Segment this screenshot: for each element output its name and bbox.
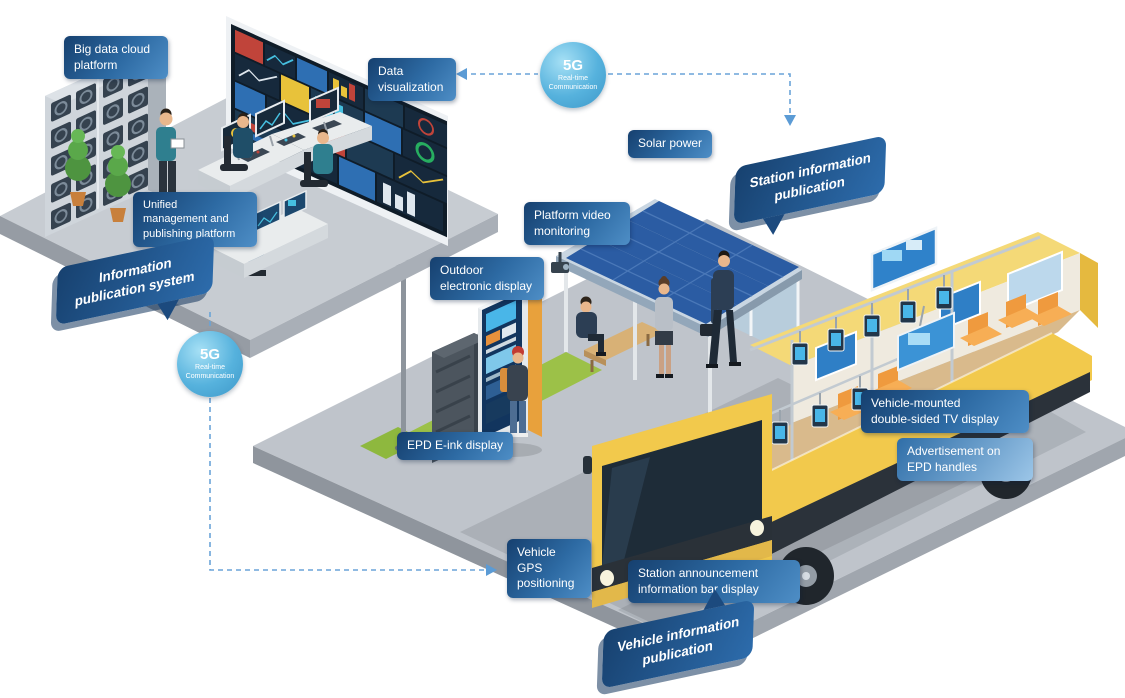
connector-5g-to-gps [209,398,490,571]
connector-5g-to-station [608,73,791,114]
headlight-right [750,520,764,536]
badge-5g-left: 5G Real-time Communication [177,331,243,397]
badge-5g-subtitle: Real-time Communication [185,363,235,380]
badge-5g-title: 5G [562,56,583,74]
operator-2 [300,129,333,187]
potted-plants [65,129,131,222]
badge-5g-top: 5G Real-time Communication [540,42,606,108]
bus-near-side [690,333,1092,552]
label-outdoor-electronic-display: Outdoor electronic display [430,257,544,301]
vehicle-tv-display-units [870,226,955,372]
standing-passenger [655,276,673,378]
epd-handle-displays [771,275,953,445]
badge-5g-subtitle: Real-time Communication [548,74,598,91]
windshield-reflection [602,457,650,566]
label-vehicle-tv-display: Vehicle-mounted double-sided TV display [861,390,1029,434]
connector-arrows [456,68,796,576]
label-solar-power: Solar power [628,130,713,158]
operator-1 [220,113,253,171]
desk-monitor-2 [255,99,285,138]
it-engineer [156,108,185,197]
label-big-data-cloud-platform: Big data cloud platform [64,36,168,80]
badge-5g-title: 5G [199,345,220,363]
bus-mirror [583,456,592,474]
label-epd-handles-ad: Advertisement on EPD handles [897,438,1033,482]
label-platform-video-monitoring: Platform video monitoring [524,202,630,246]
walking-passenger [700,250,741,368]
publishing-desk [212,189,328,278]
label-vehicle-gps-positioning: Vehicle GPS positioning [507,539,591,598]
platform-camera [551,252,569,273]
headlight-left [600,570,614,586]
label-data-visualization: Data visualization [368,58,456,102]
sitting-passenger [576,296,606,356]
label-epd-eink-display: EPD E-ink display [397,432,514,460]
connectors [209,73,791,571]
bus-rear-seats [960,292,1072,346]
pedestrian-at-kiosk [500,346,528,437]
bus-rear-cap [1080,253,1098,328]
